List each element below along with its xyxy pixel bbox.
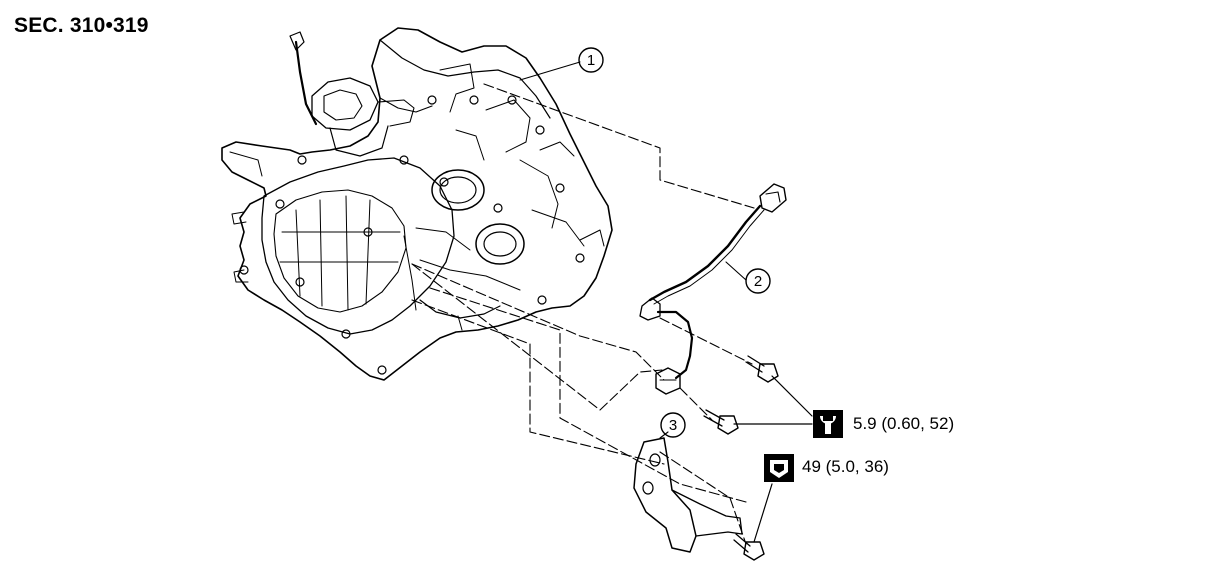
section-title: SEC. 310•319 — [14, 14, 149, 37]
transaxle-case — [221, 27, 613, 381]
torque-spec-bracket-bolt: 49 (5.0, 36) — [802, 457, 889, 476]
sensor-bolt-lower — [703, 409, 739, 435]
sensor-bolt-upper — [745, 355, 779, 383]
callout-3-number: 3 — [669, 417, 677, 434]
vehicle-speed-sensor-harness — [639, 183, 787, 395]
torque-wrench-icon — [813, 410, 843, 438]
callout-1-number: 1 — [587, 52, 595, 69]
callout-leaders — [519, 61, 747, 439]
torque-nut-icon — [764, 454, 794, 482]
callout-2-number: 2 — [754, 273, 762, 290]
case-bolts — [239, 95, 585, 375]
assembly-lines — [411, 83, 755, 545]
torque-spec-sensor-bolts: 5.9 (0.60, 52) — [853, 414, 955, 433]
callout-3: 3 — [660, 412, 686, 438]
callout-2: 2 — [745, 268, 771, 294]
harness-bracket — [633, 437, 743, 553]
torque-leaders — [733, 375, 813, 425]
bracket-bolt — [733, 483, 773, 561]
callout-1: 1 — [578, 47, 604, 73]
